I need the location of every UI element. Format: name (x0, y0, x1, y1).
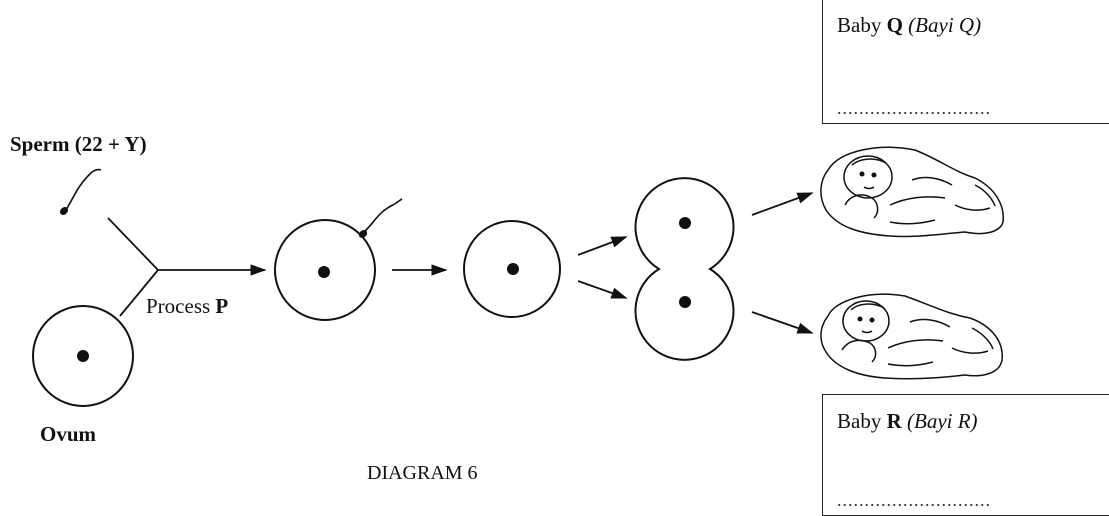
sperm-label: Sperm (22 + Y) (10, 132, 147, 157)
sperm-cell (59, 168, 102, 216)
baby-r-title: Baby R (Bayi R) (837, 409, 978, 434)
baby-q-title: Baby Q (Bayi Q) (837, 13, 981, 38)
fertilised-ovum (274, 198, 403, 321)
baby-q-translation: (Bayi Q) (908, 13, 982, 37)
diagram-caption: DIAGRAM 6 (367, 462, 478, 484)
baby-q-letter: Q (886, 13, 903, 37)
baby-q-illustration (820, 146, 1004, 238)
baby-r-answer-line[interactable]: ............................ (837, 490, 991, 510)
sperm-label-text: Sperm (10, 132, 70, 156)
ovum-label: Ovum (40, 422, 97, 446)
baby-q-answer-box: Baby Q (Bayi Q) ........................… (822, 0, 1109, 124)
baby-r-answer-box: Baby R (Bayi R) ........................… (822, 394, 1109, 516)
arrow-to-baby-r (751, 311, 814, 334)
process-letter: P (215, 294, 229, 318)
baby-q-answer-line[interactable]: ............................ (837, 98, 991, 118)
zygote (463, 220, 561, 318)
arrow-split-lower (577, 280, 628, 299)
baby-r-illustration (820, 293, 1003, 380)
baby-r-translation: (Bayi R) (907, 409, 978, 433)
baby-r-prefix: Baby (837, 409, 882, 433)
arrow-split-upper (577, 236, 628, 256)
process-label: Process P (146, 294, 228, 319)
two-cell-embryo (634, 177, 735, 361)
fertilisation-lines (107, 217, 159, 317)
baby-r-letter: R (886, 409, 902, 433)
process-label-text: Process (146, 294, 211, 318)
sperm-chromosome-count: (22 + Y) (74, 132, 147, 156)
baby-q-prefix: Baby (837, 13, 882, 37)
ovum-cell (32, 305, 134, 407)
arrow-to-baby-q (751, 192, 814, 216)
